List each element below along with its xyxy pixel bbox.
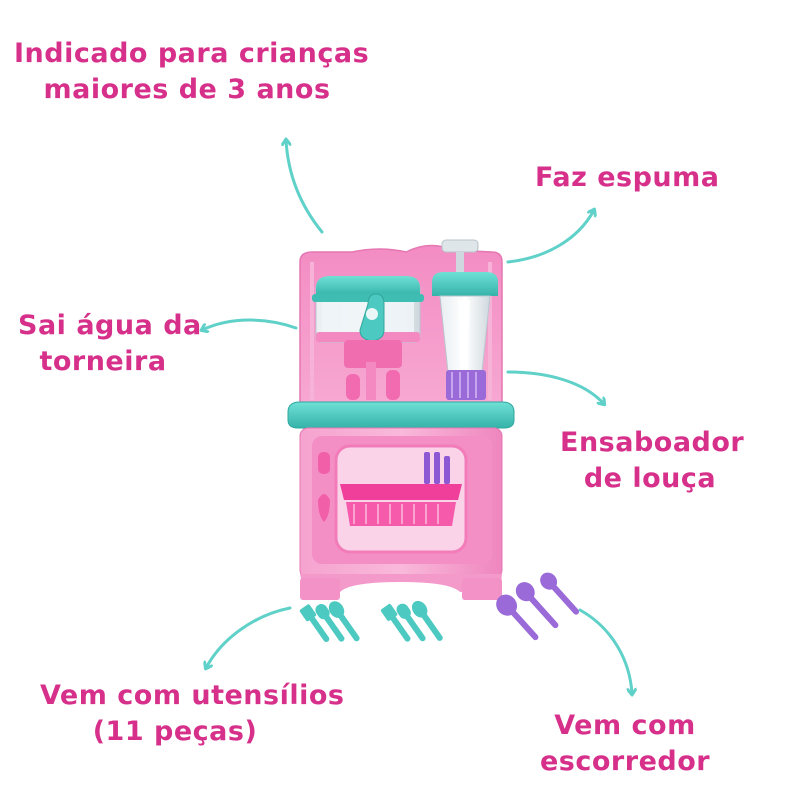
callout-age: Indicado para crianças maiores de 3 anos xyxy=(14,36,370,107)
callout-faucet: Sai água da torneira xyxy=(18,308,202,379)
purple-utensils xyxy=(496,572,580,641)
callout-drainer-line2: escorredor xyxy=(540,745,711,777)
curved-arrow-icon-utensils xyxy=(206,606,292,668)
curved-arrow-icon-drainer xyxy=(578,608,632,694)
utensils xyxy=(299,600,443,643)
callout-age-line2: maiores de 3 anos xyxy=(43,73,331,105)
callout-utensils: Vem com utensílios (11 peças) xyxy=(40,678,345,749)
callout-utensils-line1: Vem com utensílios xyxy=(40,680,345,711)
callout-utensils-line2: (11 peças) xyxy=(92,715,258,747)
curved-arrow-icon-faucet xyxy=(202,318,298,330)
curved-arrow-icon-age xyxy=(286,140,324,234)
cabinet xyxy=(299,427,503,579)
callout-faucet-line2: torneira xyxy=(39,345,167,377)
callout-drainer: Vem com escorredor xyxy=(540,708,710,779)
callout-age-line1: Indicado para crianças xyxy=(14,38,370,69)
callout-drainer-line1: Vem com xyxy=(554,710,696,741)
plates xyxy=(424,452,450,484)
callout-foam: Faz espuma xyxy=(535,160,719,196)
callout-foam-line1: Faz espuma xyxy=(535,162,720,193)
callout-faucet-line1: Sai água da xyxy=(18,310,202,341)
sink-decor xyxy=(346,370,400,400)
callout-soap: Ensaboador de louça xyxy=(560,425,745,496)
curved-arrow-icon-foam xyxy=(506,210,594,264)
callout-soap-line1: Ensaboador xyxy=(560,427,745,458)
toy-kitchen xyxy=(287,239,515,600)
curved-arrow-icon-soap xyxy=(506,370,604,404)
foam-dispenser xyxy=(432,239,498,400)
drainer-rack xyxy=(340,484,462,526)
callout-soap-line2: de louça xyxy=(583,462,717,494)
faucet xyxy=(344,293,402,400)
